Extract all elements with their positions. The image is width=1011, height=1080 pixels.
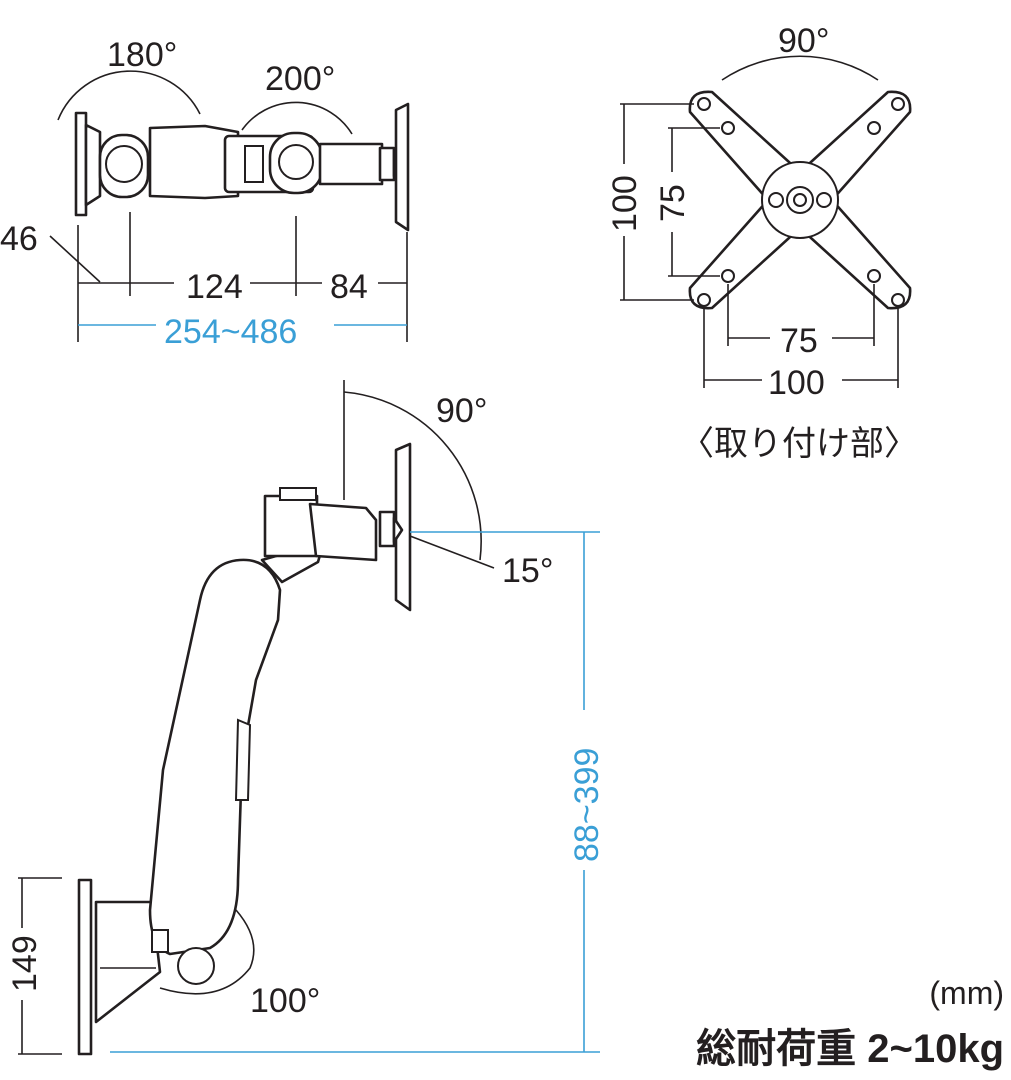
side-base-pivot [177,947,215,985]
side-head-block [378,510,396,548]
side-view: 90° 15° 88~399 149 100° [6,380,606,1056]
top-view: 180° 200° 46 124 84 254~486 [0,36,410,351]
top-head-block [378,146,396,182]
mount-plate-caption: 〈取り付け部〉 [680,425,918,463]
vesa-hole-100-bl [697,293,711,307]
vesa-hole-75-br [867,269,881,283]
top-wall-plate [74,111,88,217]
mount-plate-view: 90° 100 75 75 100 〈取り付け部〉 [606,22,918,463]
side-tilt-arc [343,391,482,561]
vesa-hole-75-bl [721,269,735,283]
vesa-hole-100-br [891,293,905,307]
top-joint-2-pivot [278,144,314,180]
load-spec-label: 総耐荷重 2~10kg [696,1027,1004,1071]
side-base-height-label: 149 [6,935,44,992]
units-label: (mm) [929,975,1004,1011]
side-main-arm [148,558,282,956]
side-wall-plate [77,878,93,1056]
vesa-rotation-arc [721,55,879,81]
top-swing-left-label: 180° [107,36,177,74]
vesa-angle-label: 90° [778,22,829,60]
top-arm-segment-3 [318,142,384,186]
vesa-height-inner-label: 75 [654,184,692,222]
top-dim-total-label: 254~486 [164,313,297,351]
top-dim-arm1-label: 124 [186,268,243,306]
vesa-center-pin [793,193,807,207]
side-vesa-plate [394,442,412,612]
vesa-width-inner-label: 75 [780,322,818,360]
top-swing-right-label: 200° [265,60,335,98]
top-joint-1-pivot [105,145,143,183]
top-arm-segment-1 [148,124,240,200]
vesa-hole-100-tl [697,97,711,111]
vesa-width-outer-label: 100 [768,364,825,402]
side-arm-lower-knob [151,929,169,953]
side-head-housing [308,502,378,562]
side-height-range-label: 88~399 [568,748,606,862]
side-upper-joint-cap [279,487,317,501]
top-dim-leader-46 [49,235,101,283]
top-arm-clamp [244,145,264,183]
side-head-pivot [392,516,404,544]
vesa-height-outer-label: 100 [606,175,644,232]
vesa-hole-75-tr [867,121,881,135]
top-swing-arc-left [57,70,201,121]
side-base-rotation-arc [159,909,255,995]
side-wall-bracket [94,900,162,1024]
side-tilt-up-label: 90° [436,392,487,430]
side-base-rotate-label: 100° [250,982,320,1020]
vesa-center-right-hole [816,192,832,208]
vesa-center-left-hole [768,192,784,208]
side-arm-cover [234,718,252,801]
top-wall-bracket [84,123,102,207]
top-vesa-plate [394,102,410,232]
side-tilt-down-label: 15° [502,552,553,590]
vesa-hole-100-tr [891,97,905,111]
top-swing-arc-right [241,101,353,135]
side-tilt-down-line [409,535,495,569]
vesa-hole-75-tl [721,121,735,135]
top-dim-offset-label: 46 [0,220,38,258]
side-upper-joint [263,494,319,558]
top-dim-arm2-label: 84 [330,268,368,306]
